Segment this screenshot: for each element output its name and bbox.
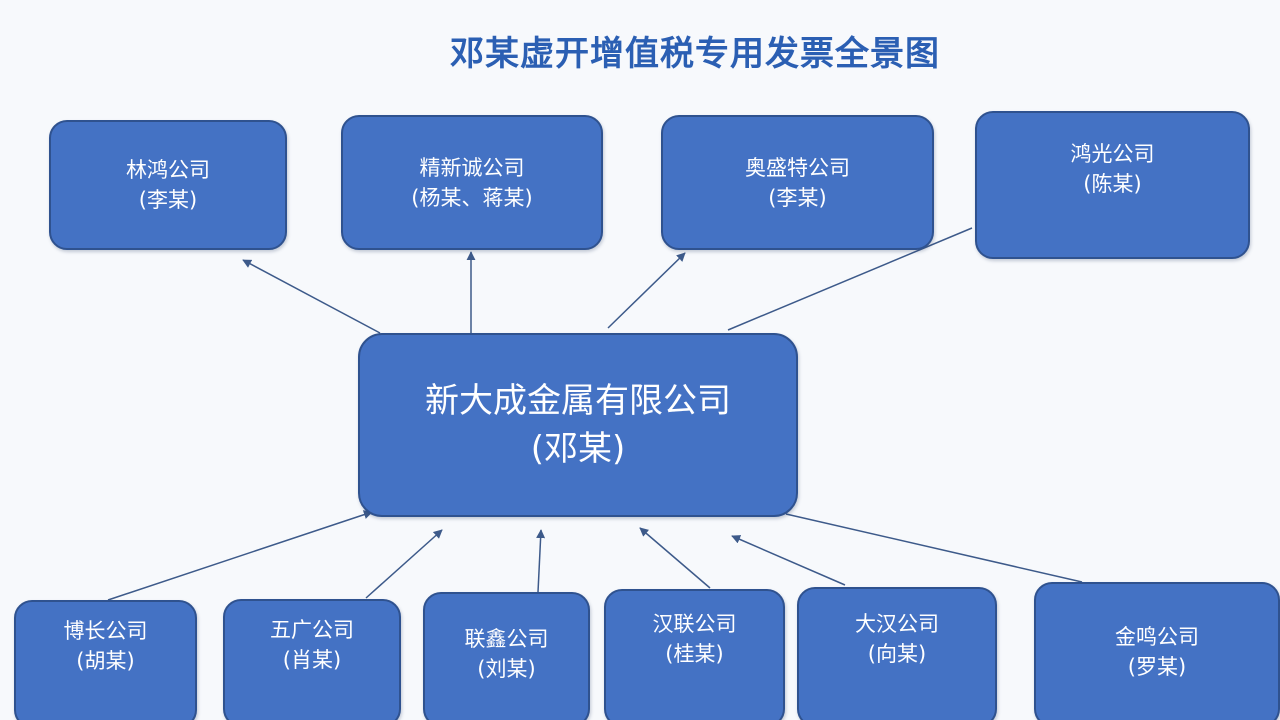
node-company-name: 精新诚公司 [419,155,525,180]
arrow-from-wuguang [365,529,443,599]
node-company-name: 博长公司 [63,619,148,643]
node-aoshengte: 奥盛特公司 (李某) [661,115,934,250]
node-lianxin: 联鑫公司 (刘某) [423,592,590,720]
node-person: (肖某) [282,648,342,672]
arrow-to-aoshengte [607,252,686,329]
arrow-from-jinming [785,513,1083,583]
arrow-from-dahan [731,535,846,586]
arrow-to-hongguang [727,227,973,331]
node-company-name: 鸿光公司 [1070,142,1155,166]
arrow-from-hanlian [639,527,711,589]
node-hanlian: 汉联公司 (桂某) [604,589,785,720]
node-company-name: 联鑫公司 [464,627,549,651]
node-wuguang: 五广公司 (肖某) [223,599,401,720]
node-xindacheng: 新大成金属有限公司 (邓某) [358,333,798,517]
node-person: (罗某) [1127,655,1187,679]
diagram-title: 邓某虚开增值税专用发票全景图 [450,34,940,74]
node-hongguang: 鸿光公司 (陈某) [975,111,1250,259]
node-company-name: 大汉公司 [855,612,939,636]
node-jingxincheng: 精新诚公司 (杨某、蒋某) [341,115,603,250]
node-linhong: 林鸿公司 (李某) [49,120,287,250]
arrow-from-bochang [107,510,373,601]
node-company-name: 汉联公司 [652,612,737,636]
node-person: (杨某、蒋某) [411,185,533,210]
node-person: (陈某) [1083,172,1142,196]
node-person: (向某) [867,642,927,666]
node-bochang: 博长公司 (胡某) [14,600,197,720]
node-company-name: 林鸿公司 [126,158,210,182]
node-company-name: 金鸣公司 [1115,625,1199,649]
node-person: (桂某) [665,642,724,666]
node-person: (李某) [138,188,198,212]
center-company-name: 新大成金属有限公司 [425,381,731,421]
node-jinming: 金鸣公司 (罗某) [1034,582,1280,720]
node-company-name: 奥盛特公司 [745,155,850,180]
node-dahan: 大汉公司 (向某) [797,587,997,720]
center-person: (邓某) [530,429,626,469]
node-person: (李某) [768,185,827,210]
node-company-name: 五广公司 [270,618,354,642]
arrow-to-linhong [242,259,381,334]
node-person: (刘某) [477,657,536,681]
arrow-from-lianxin [536,529,546,593]
node-person: (胡某) [76,649,135,673]
